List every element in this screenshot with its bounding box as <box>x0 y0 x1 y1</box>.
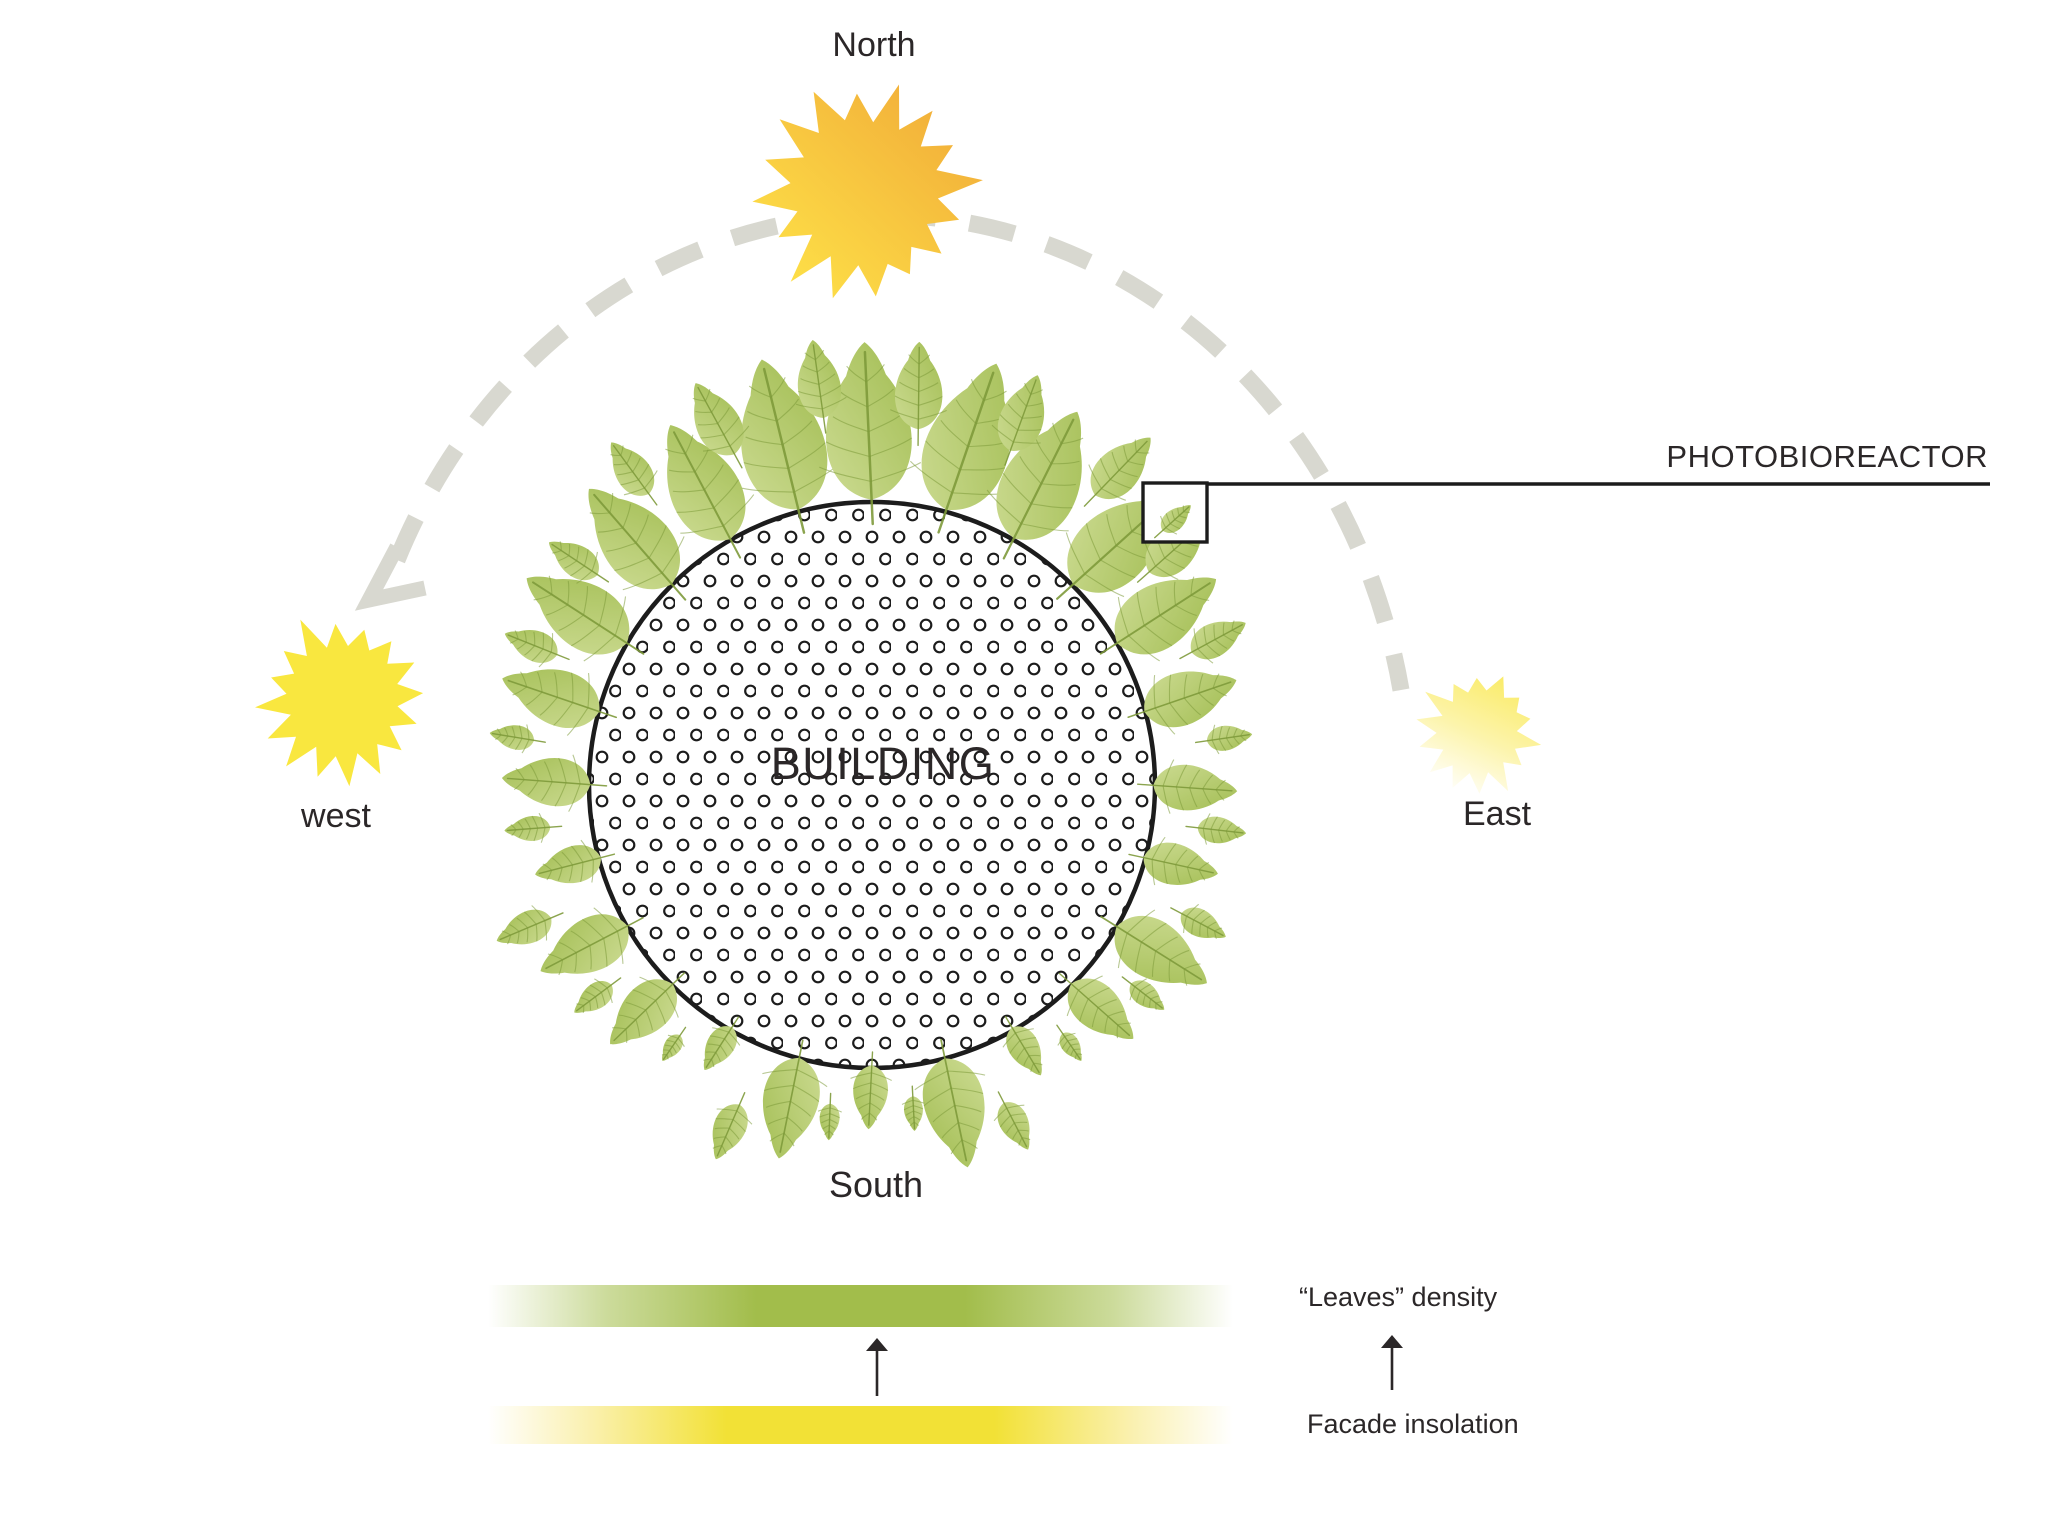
suns-layer <box>255 84 1542 794</box>
west-label: west <box>301 797 371 835</box>
leaf-icon <box>1137 759 1238 814</box>
leaf-icon <box>890 341 947 447</box>
sun-path-arc <box>354 206 1410 692</box>
photobioreactor-callout <box>1141 481 1990 544</box>
building-circle <box>586 499 1158 1071</box>
leaf-icon <box>1099 576 1217 662</box>
leaf-icon <box>914 1038 986 1168</box>
leaf-icon <box>496 905 564 945</box>
east-sun-icon <box>1416 676 1542 794</box>
leaf-icon <box>850 1051 892 1130</box>
leaf-icon <box>504 630 570 668</box>
leaf-icon <box>712 1092 753 1160</box>
leaf-icon <box>1170 903 1226 939</box>
facade-insolation-bar <box>488 1406 1233 1444</box>
leaf-icon <box>489 724 546 754</box>
leaf-icon <box>610 442 658 506</box>
leaf-icon <box>909 363 1011 534</box>
leaf-icon <box>501 754 608 812</box>
leaf-icon <box>1056 1024 1083 1061</box>
building-label: BUILDING <box>770 738 996 789</box>
leaves-density-bar <box>488 1285 1233 1327</box>
leaf-icon <box>661 1026 687 1061</box>
leaf-icon <box>1194 724 1253 755</box>
leaf-icon <box>526 575 645 662</box>
leaves-density-label: “Leaves” density <box>1299 1282 1498 1312</box>
legend-arrow-right-icon <box>1381 1335 1403 1390</box>
sun-path-arrowhead-icon <box>354 543 427 611</box>
leaf-icon <box>1121 976 1165 1010</box>
south-label: South <box>828 1164 924 1205</box>
leaf-icon <box>548 541 610 584</box>
leaf-icon <box>1185 813 1247 845</box>
leaf-icon <box>1100 909 1207 986</box>
leaf-icon <box>535 839 616 884</box>
leaf-icon <box>588 488 687 601</box>
leaf-icon <box>1058 972 1134 1040</box>
leaf-icon <box>795 340 847 434</box>
leaf-icon <box>703 1016 741 1071</box>
leaf-icon <box>665 425 755 559</box>
leaf-icon <box>1127 671 1237 735</box>
leaf-icon <box>504 812 563 843</box>
leaf-icon <box>762 1039 828 1159</box>
leaf-icon <box>1154 505 1191 539</box>
leaf-icon <box>819 342 922 526</box>
leaf-icon <box>610 972 686 1045</box>
leaf-icon <box>991 375 1045 466</box>
leaf-icon <box>1128 836 1218 886</box>
leaf-icon <box>1179 620 1246 664</box>
leaf-icon <box>986 411 1084 560</box>
leaf-icon <box>540 907 644 976</box>
leaf-icon <box>817 1092 842 1141</box>
leaf-icon <box>1002 1016 1043 1076</box>
legend-arrow-center-icon <box>866 1338 888 1396</box>
facade-insolation-label: Facade insolation <box>1307 1409 1519 1439</box>
leaf-icon <box>741 359 839 534</box>
leaf-icon <box>1083 437 1151 507</box>
east-label: East <box>1462 795 1532 833</box>
north-sun-icon <box>752 84 983 299</box>
leaf-icon <box>502 669 618 736</box>
leaf-icon <box>993 1091 1031 1150</box>
leaf-icon <box>692 383 750 469</box>
north-label: North <box>832 26 916 64</box>
leaf-icon <box>574 977 622 1014</box>
leaf-icon <box>901 1085 925 1131</box>
photobioreactor-label: PHOTOBIOREACTOR <box>1666 439 1988 474</box>
west-sun-icon <box>255 619 424 787</box>
